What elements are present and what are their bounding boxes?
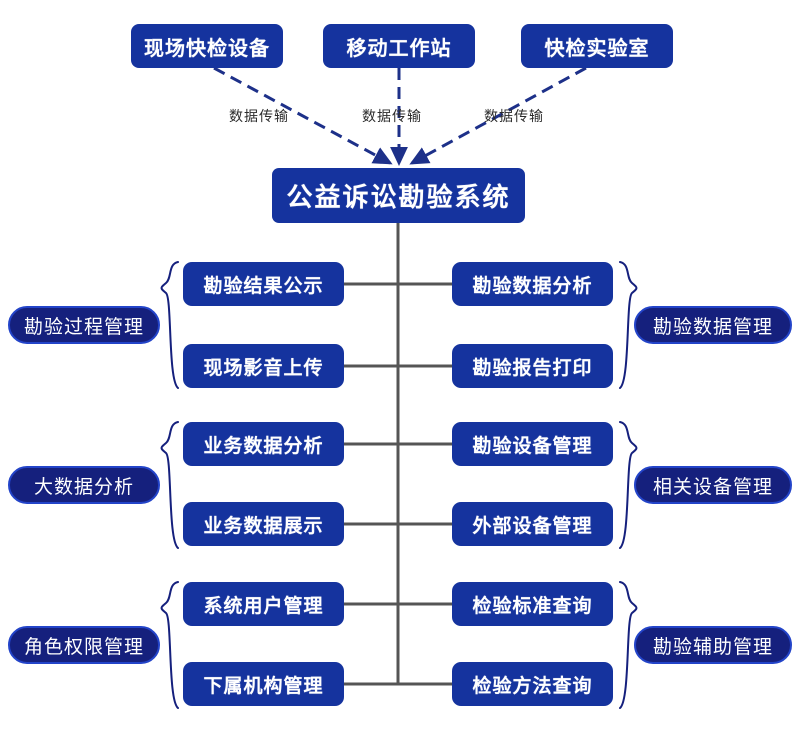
group-pill-left-1[interactable]: 勘验过程管理: [8, 306, 160, 344]
leaf-node-right-2b[interactable]: 外部设备管理: [452, 502, 613, 546]
center-node-system[interactable]: 公益诉讼勘验系统: [272, 168, 525, 223]
leaf-node-right-3b[interactable]: 检验方法查询: [452, 662, 613, 706]
brace-left-3: [160, 581, 179, 709]
leaf-node-right-1a[interactable]: 勘验数据分析: [452, 262, 613, 306]
group-pill-left-3[interactable]: 角色权限管理: [8, 626, 160, 664]
edge-label-3: 数据传输: [484, 109, 544, 125]
leaf-node-left-2b[interactable]: 业务数据展示: [183, 502, 344, 546]
group-pill-left-2[interactable]: 大数据分析: [8, 466, 160, 504]
leaf-node-left-2a[interactable]: 业务数据分析: [183, 422, 344, 466]
brace-left-1: [160, 261, 179, 389]
group-pill-right-3[interactable]: 勘验辅助管理: [634, 626, 792, 664]
leaf-node-right-3a[interactable]: 检验标准查询: [452, 582, 613, 626]
brace-left-2: [160, 421, 179, 549]
group-pill-right-1[interactable]: 勘验数据管理: [634, 306, 792, 344]
source-node-3[interactable]: 快检实验室: [521, 24, 673, 68]
leaf-node-left-3a[interactable]: 系统用户管理: [183, 582, 344, 626]
source-node-1[interactable]: 现场快检设备: [131, 24, 283, 68]
leaf-node-left-1b[interactable]: 现场影音上传: [183, 344, 344, 388]
leaf-node-right-2a[interactable]: 勘验设备管理: [452, 422, 613, 466]
edge-label-1: 数据传输: [229, 109, 289, 125]
leaf-node-right-1b[interactable]: 勘验报告打印: [452, 344, 613, 388]
leaf-node-left-1a[interactable]: 勘验结果公示: [183, 262, 344, 306]
edge-label-2: 数据传输: [362, 109, 422, 125]
group-pill-right-2[interactable]: 相关设备管理: [634, 466, 792, 504]
source-node-2[interactable]: 移动工作站: [323, 24, 475, 68]
leaf-node-left-3b[interactable]: 下属机构管理: [183, 662, 344, 706]
